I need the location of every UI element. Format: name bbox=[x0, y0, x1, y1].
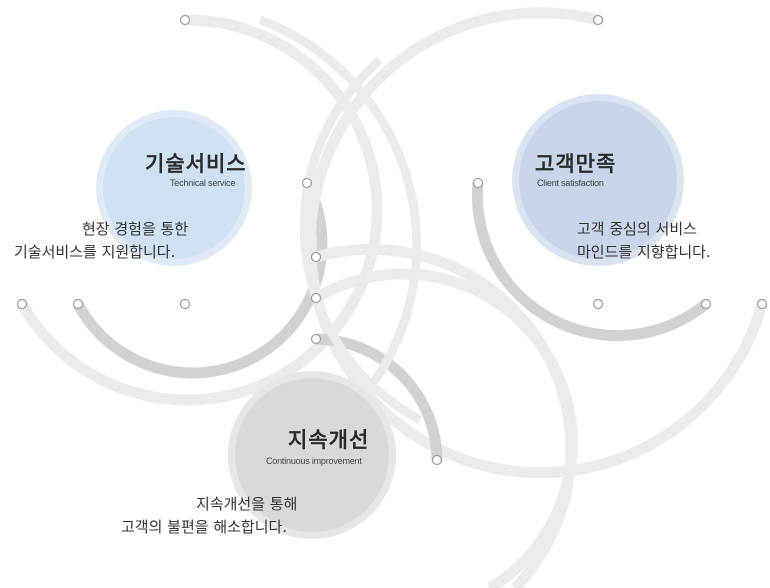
node-dot bbox=[301, 177, 313, 189]
arc-client-outer bbox=[304, 7, 768, 479]
node-dot bbox=[592, 298, 604, 310]
nodes bbox=[16, 14, 768, 466]
node-dot bbox=[756, 298, 768, 310]
arc-client-mid bbox=[471, 182, 710, 342]
client-desc-line1: 고객 중심의 서비스 bbox=[577, 220, 697, 238]
arc-improve-mid bbox=[313, 268, 578, 588]
node-dot bbox=[310, 251, 322, 263]
circle-improvement bbox=[228, 371, 396, 539]
client-title: 고객만족 bbox=[535, 152, 617, 176]
arc-group-client bbox=[304, 7, 768, 479]
arc-group-faint bbox=[258, 15, 423, 424]
improvement-desc-line1: 지속개선을 통해 bbox=[196, 495, 298, 513]
client-subtitle: Client satisfaction bbox=[537, 178, 604, 188]
node-dot bbox=[72, 298, 84, 310]
technical-title: 기술서비스 bbox=[145, 152, 247, 176]
improvement-subtitle: Continuous improvement bbox=[266, 456, 362, 466]
node-dot bbox=[310, 292, 322, 304]
technical-subtitle: Technical service bbox=[170, 178, 236, 188]
arc-faint-2 bbox=[258, 15, 422, 403]
improvement-desc-line2: 고객의 불편을 해소합니다. bbox=[121, 518, 288, 536]
technical-desc-line1: 현장 경험을 통한 bbox=[82, 220, 189, 238]
node-dot bbox=[16, 298, 28, 310]
node-dot bbox=[472, 177, 484, 189]
circle-client bbox=[512, 94, 684, 266]
technical-desc-line2: 기술서비스를 지원합니다. bbox=[14, 243, 176, 261]
improvement-title: 지속개선 bbox=[288, 428, 370, 452]
node-dot bbox=[310, 333, 322, 345]
arc-technical-outer bbox=[17, 14, 383, 406]
node-dot bbox=[592, 14, 604, 26]
node-dot bbox=[431, 454, 443, 466]
client-desc-line2: 마인드를 지향합니다. bbox=[577, 243, 711, 261]
arc-technical-mid bbox=[73, 180, 328, 379]
node-dot bbox=[179, 14, 191, 26]
node-dot bbox=[700, 298, 712, 310]
circle-technical bbox=[96, 110, 252, 266]
arc-group-technical bbox=[17, 14, 383, 406]
node-dot bbox=[179, 298, 191, 310]
